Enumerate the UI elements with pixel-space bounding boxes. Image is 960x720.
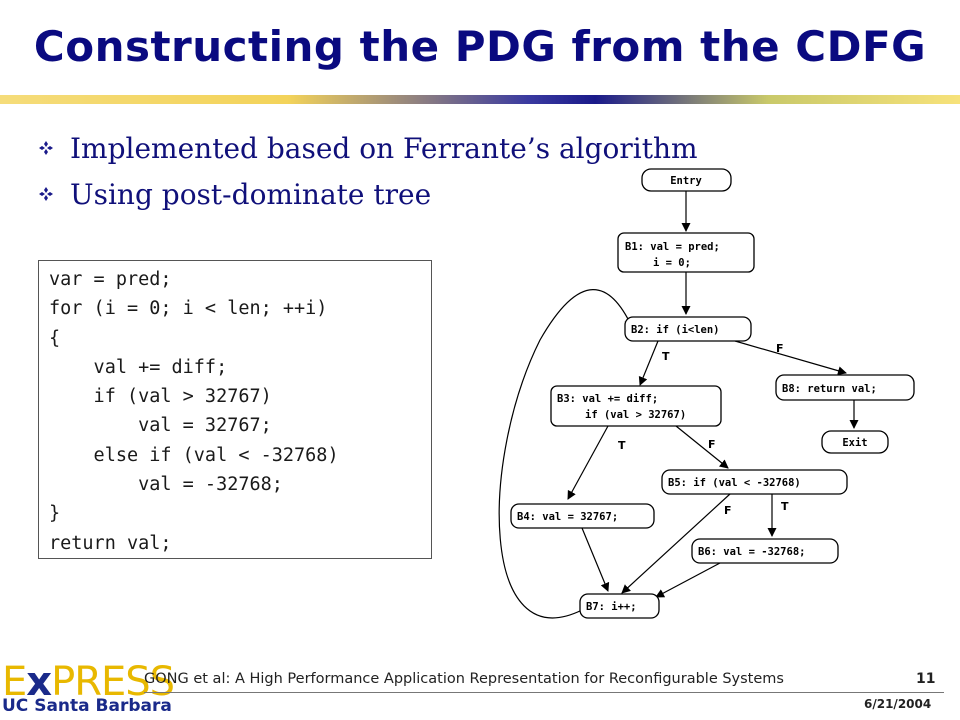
svg-text:i = 0;: i = 0; <box>653 257 691 269</box>
node-b4: B4: val = 32767; <box>510 503 655 529</box>
footer-divider <box>144 692 944 693</box>
slide-title: Constructing the PDG from the CDFG <box>33 22 927 71</box>
footer-date: 6/21/2004 <box>864 697 932 711</box>
code-line: for (i = 0; i < len; ++i) <box>49 298 328 320</box>
code-listing: var = pred; for (i = 0; i < len; ++i) { … <box>38 260 432 559</box>
title-divider-bar <box>0 95 960 104</box>
page-number: 11 <box>916 671 936 687</box>
code-line: val = -32768; <box>49 474 283 496</box>
svg-text:B8: return val;: B8: return val; <box>782 383 877 395</box>
svg-text:Entry: Entry <box>670 175 702 187</box>
node-entry: Entry <box>641 168 732 192</box>
edge-label-b5-true: T <box>781 500 789 513</box>
edge-b5-b7 <box>621 493 731 594</box>
node-b2: B2: if (i<len) <box>624 316 752 342</box>
edge-b7-b2-loop <box>498 289 633 619</box>
logo-subtitle: UC Santa Barbara <box>2 696 172 716</box>
svg-text:if (val > 32767): if (val > 32767) <box>585 409 686 421</box>
svg-text:B4: val = 32767;: B4: val = 32767; <box>517 511 618 523</box>
edge-label-b2-true: T <box>662 350 670 363</box>
code-line: if (val > 32767) <box>49 386 272 408</box>
code-line: } <box>49 503 61 525</box>
svg-text:B6: val = -32768;: B6: val = -32768; <box>698 546 805 558</box>
edge-b3-b4 <box>567 425 609 500</box>
edge-b6-b7 <box>655 562 721 598</box>
edge-b3-b5 <box>675 425 729 469</box>
diamond-bullet-icon <box>39 141 53 155</box>
diamond-bullet-icon <box>39 187 53 201</box>
edge-b2-b8 <box>734 340 847 376</box>
node-exit: Exit <box>821 430 889 454</box>
bullet-list: Implemented based on Ferrante’s algorith… <box>38 125 698 217</box>
node-b5: B5: if (val < -32768) <box>661 469 848 495</box>
node-b8: B8: return val; <box>775 374 915 401</box>
edge-label-b3-true: T <box>618 439 626 452</box>
edge-label-b5-false: F <box>724 504 732 517</box>
svg-text:Exit: Exit <box>842 437 867 449</box>
bullet-text: Implemented based on Ferrante’s algorith… <box>70 131 698 165</box>
svg-text:B5: if (val < -32768): B5: if (val < -32768) <box>668 477 801 489</box>
cdfg-diagram: T F T F F T Entry B1: val = pred; i = 0;… <box>498 168 915 619</box>
node-b7: B7: i++; <box>579 593 660 619</box>
svg-text:B7: i++;: B7: i++; <box>586 601 637 613</box>
edge-b4-b7 <box>581 527 610 592</box>
code-line: var = pred; <box>49 269 172 290</box>
svg-text:B2: if (i<len): B2: if (i<len) <box>631 324 720 336</box>
node-b1: B1: val = pred; i = 0; <box>617 232 755 273</box>
code-line: else if (val < -32768) <box>49 444 339 466</box>
logo-wordmark: ExPRESS <box>2 659 175 705</box>
svg-text:B1: val = pred;: B1: val = pred; <box>625 241 720 253</box>
edge-b2-b3 <box>638 340 659 386</box>
bullet-item: Using post-dominate tree <box>38 171 698 217</box>
express-logo: ExPRESS UC Santa Barbara <box>2 659 175 716</box>
bullet-text: Using post-dominate tree <box>70 177 432 211</box>
code-line: val = 32767; <box>49 415 272 437</box>
footer-citation: GONG et al: A High Performance Applicati… <box>144 671 784 687</box>
node-b3: B3: val += diff; if (val > 32767) <box>550 385 722 427</box>
code-line: return val; <box>49 532 172 554</box>
bullet-item: Implemented based on Ferrante’s algorith… <box>38 125 698 171</box>
code-line: val += diff; <box>49 356 228 378</box>
edge-label-b2-false: F <box>776 342 784 355</box>
svg-text:B3: val += diff;: B3: val += diff; <box>557 393 658 405</box>
edge-label-b3-false: F <box>708 438 716 451</box>
node-b6: B6: val = -32768; <box>691 538 839 564</box>
code-line: { <box>49 327 61 349</box>
